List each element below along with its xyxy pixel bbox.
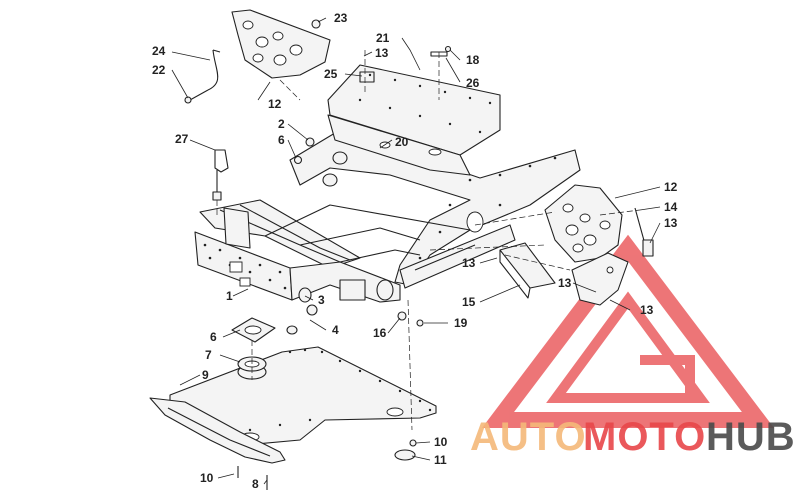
callout-18: 16 [373,326,387,340]
callout-19-top: 18 [466,53,480,67]
callout-26: 26 [466,76,480,90]
callout-14: 13 [640,303,654,317]
callout-24: 24 [152,44,166,58]
callout-7: 7 [205,348,212,362]
callout-3: 3 [318,293,325,307]
deflector-14 [571,252,629,306]
callout-25: 25 [324,67,338,81]
callout-10-left: 10 [200,471,214,485]
watermark-part-1: AUTO [470,415,587,459]
watermark-text: AUTO MOTO HUB [470,415,796,459]
footrest-bracket-left [184,9,331,104]
leader-lines [171,17,661,485]
assembly-lines [216,50,641,431]
callout-21: 21 [376,31,390,45]
watermark-part-2: MOTO [583,415,706,459]
callout-17: 15 [462,295,476,309]
callout-2: 2 [278,117,285,131]
callout-13-top: 13 [375,46,389,60]
callout-20: 20 [395,135,409,149]
skid-plate [149,397,286,464]
mount-plate [231,317,276,343]
callout-12-top: 12 [268,97,282,111]
callout-15: 13 [664,216,678,230]
callout-labels: 23 24 22 12 13 25 21 18 26 27 2 6 20 12 … [152,11,678,491]
callout-6: 6 [210,330,217,344]
callout-8: 8 [252,477,259,491]
callout-13-right: 13 [558,276,572,290]
top-cover-panel [327,51,501,156]
callout-22: 22 [152,63,166,77]
callout-5: 6 [278,133,285,147]
footrest-bracket-right [544,184,654,263]
chassis-frame [194,129,581,335]
callout-12-right: 12 [664,180,678,194]
callout-23: 23 [334,11,348,25]
callout-13-mid: 13 [462,256,476,270]
callout-19-bottom: 19 [454,316,468,330]
callout-1: 1 [226,289,233,303]
callout-11: 11 [434,453,447,467]
fasteners [237,45,452,490]
watermark-part-3: HUB [706,415,796,459]
callout-27: 27 [175,132,189,146]
callout-16: 14 [664,200,678,214]
watermark-logo [481,234,775,428]
bracket-17 [499,242,556,299]
callout-10-right: 10 [434,435,448,449]
callout-4: 4 [332,323,339,337]
callout-9: 9 [202,368,209,382]
